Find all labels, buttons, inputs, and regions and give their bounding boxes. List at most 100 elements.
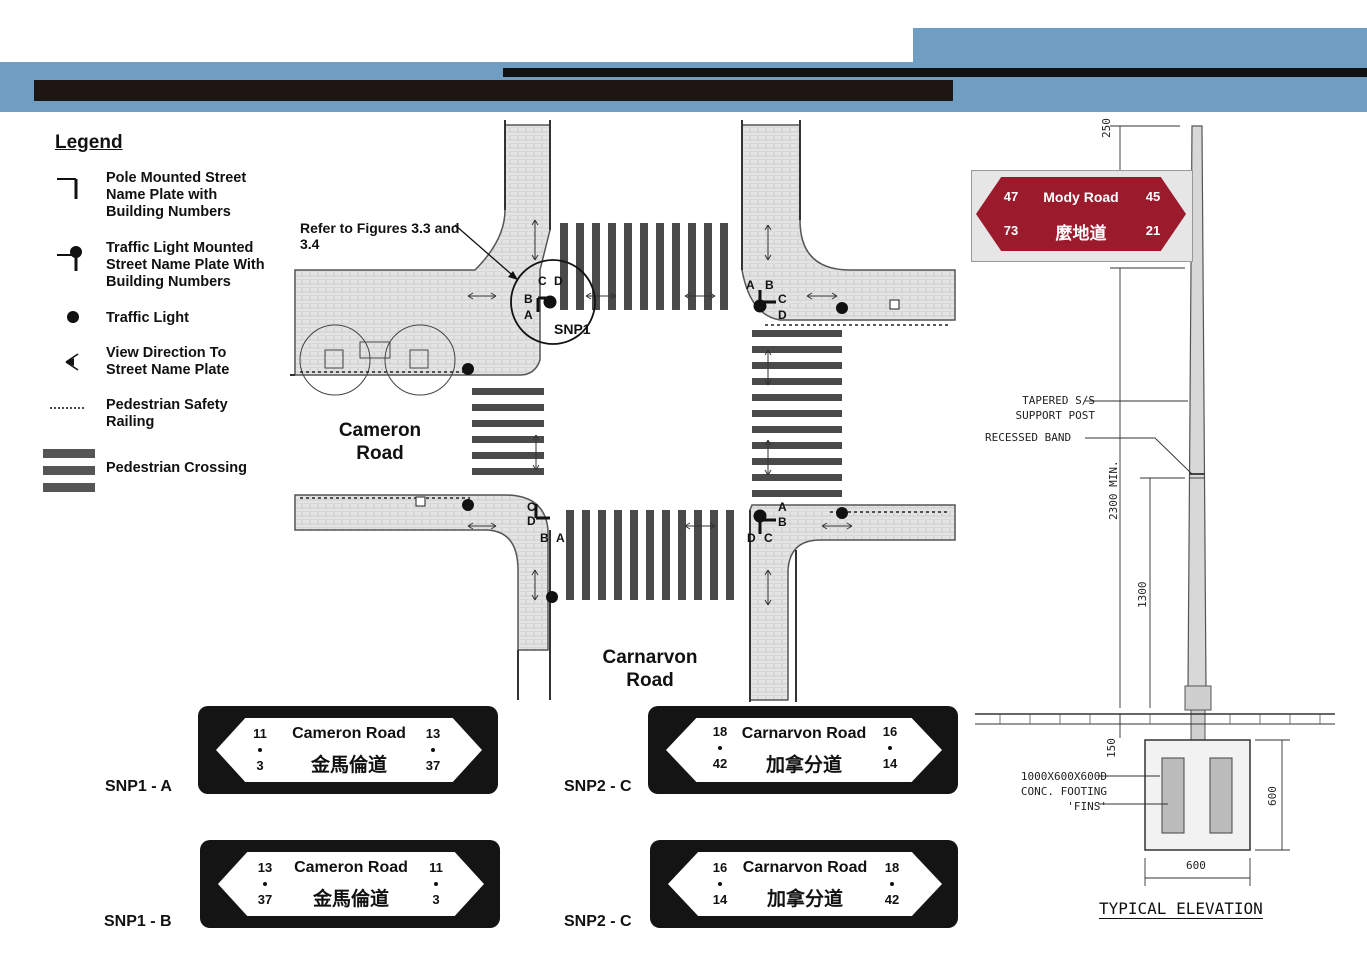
plate-snp1-b: Cameron Road 金馬倫道 13 37 11 3 xyxy=(200,840,500,928)
dim-footing-top: 150 xyxy=(1105,738,1118,758)
plate-road-name: Cameron Road xyxy=(292,725,406,742)
sidewalk-nw xyxy=(294,124,551,376)
corner-sw-letter-b: B xyxy=(540,531,549,545)
tree-pits xyxy=(299,324,456,396)
corner-ne-letter-d: D xyxy=(778,308,787,322)
corner-nw-letter-d: D xyxy=(554,274,563,288)
plate-id-snp1-b: SNP1 - B xyxy=(104,913,172,930)
railings xyxy=(300,324,950,513)
plate-dot xyxy=(718,882,722,886)
junction-plan xyxy=(290,120,956,702)
legend-label-traffic-light: Traffic Light xyxy=(106,310,189,326)
plate-number-tl: 16 xyxy=(712,860,728,875)
traffic-lights xyxy=(462,302,848,603)
plate-number-tr: 18 xyxy=(884,860,900,875)
header-rule-thick xyxy=(34,80,953,101)
corner-nw-letter-b: B xyxy=(524,292,533,306)
legend-symbols xyxy=(43,178,95,492)
concrete-footing xyxy=(1144,739,1251,851)
elevation-plate-number-bl: 73 xyxy=(1003,223,1019,238)
plate-road-name-cn: 金馬倫道 xyxy=(310,754,387,776)
plate-number-br: 14 xyxy=(882,756,898,771)
plate-dot xyxy=(434,882,438,886)
plate-dot xyxy=(263,882,267,886)
elevation-street-plate: Mody Road 麼地道 47 73 45 21 xyxy=(971,170,1193,262)
legend-title: Legend xyxy=(55,132,123,153)
plate-road-name-cn: 加拿分道 xyxy=(766,888,843,910)
plate-number-tr: 13 xyxy=(425,726,441,741)
plate-number-br: 37 xyxy=(425,758,441,773)
label-footing: 1000X600X600D CONC. FOOTING 'FINS' xyxy=(1020,770,1107,813)
street-furniture xyxy=(415,299,900,507)
elevation-title: TYPICAL ELEVATION xyxy=(1099,899,1263,919)
header-bar-top xyxy=(913,28,1367,64)
elevation-plate-number-tr: 45 xyxy=(1145,189,1161,204)
legend-label-safety-railing: Pedestrian Safety Railing xyxy=(106,397,228,430)
plate-number-tl: 18 xyxy=(712,724,728,739)
plate-number-br: 42 xyxy=(884,892,900,907)
plate-dot xyxy=(258,748,262,752)
plate-dot xyxy=(890,882,894,886)
crossing-east xyxy=(752,330,842,497)
plate-snp2-c-top: Carnarvon Road 加拿分道 18 42 16 14 xyxy=(648,706,958,794)
plate-id-snp2-c-bottom: SNP2 - C xyxy=(564,913,632,930)
crossing-stripes-icon xyxy=(43,449,95,492)
traffic-light-dot-icon xyxy=(67,311,79,323)
corner-nw-letter-a: A xyxy=(524,308,533,322)
plate-dot xyxy=(718,746,722,750)
view-arrows xyxy=(467,219,853,606)
elevation-plate-number-tl: 47 xyxy=(1003,189,1019,204)
plate-markers xyxy=(534,290,776,534)
legend-label-view-direction: View Direction To Street Name Plate xyxy=(106,345,230,378)
header-rule-thin xyxy=(503,68,1367,77)
carnarvon-road-label: Carnarvon Road xyxy=(602,647,698,691)
dim-footing-depth: 600 xyxy=(1266,786,1279,806)
plate-number-bl: 14 xyxy=(712,892,728,907)
legend-label-traffic-plate: Traffic Light Mounted Street Name Plate … xyxy=(106,240,265,290)
crossing-north xyxy=(560,223,728,310)
dim-band-height: 1300 xyxy=(1136,581,1149,609)
plate-number-bl: 37 xyxy=(257,892,273,907)
plate-id-snp2-c-top: SNP2 - C xyxy=(564,778,632,795)
legend-label-pole-plate: Pole Mounted Street Name Plate with Buil… xyxy=(106,170,247,220)
plate-dot xyxy=(888,746,892,750)
corner-sw-letter-d: D xyxy=(527,514,536,528)
plate-road-name: Carnarvon Road xyxy=(742,859,868,876)
leader-lines xyxy=(1085,400,1193,805)
cameron-road-label: Cameron Road xyxy=(338,420,422,464)
elevation-drawing xyxy=(975,125,1335,886)
plate-number-br: 3 xyxy=(432,892,440,907)
label-tapered-post: TAPERED S/S SUPPORT POST xyxy=(1015,394,1095,422)
corner-ne-letter-c: C xyxy=(778,292,787,306)
plate-number-tr: 11 xyxy=(429,860,443,875)
sidewalk-sw xyxy=(294,494,549,651)
plate-dot xyxy=(431,748,435,752)
plate-id-snp1-a: SNP1 - A xyxy=(105,778,172,795)
plate-snp1-a: Cameron Road 金馬倫道 11 3 13 37 xyxy=(198,706,498,794)
plate-road-name: Cameron Road xyxy=(294,859,408,876)
corner-ne-letter-a: A xyxy=(746,278,755,292)
dim-clearance: 2300 MIN. xyxy=(1107,460,1120,520)
corner-sw-letter-a: A xyxy=(556,531,565,545)
snp1-label: SNP1 xyxy=(554,321,591,337)
corner-nw-letter-c: C xyxy=(538,274,547,288)
dim-footing-width: 600 xyxy=(1186,859,1206,872)
dim-top: 250 xyxy=(1100,118,1113,138)
legend-label-crossing: Pedestrian Crossing xyxy=(106,460,248,476)
corner-ne-letter-b: B xyxy=(765,278,774,292)
corner-se-letter-c: C xyxy=(764,531,773,545)
snp1-callout-circle xyxy=(510,259,596,345)
label-recessed-band: RECESSED BAND xyxy=(985,431,1072,444)
plate-road-name: Carnarvon Road xyxy=(741,725,867,742)
post-base-collar xyxy=(1184,685,1212,711)
sidewalk-ne xyxy=(741,124,956,321)
corner-se-letter-d: D xyxy=(747,531,756,545)
plate-snp2-c-bottom: Carnarvon Road 加拿分道 16 14 18 42 xyxy=(650,840,958,928)
pole-mounted-plate-icon xyxy=(57,178,78,199)
view-direction-icon xyxy=(65,353,79,371)
paving-joints xyxy=(999,714,1321,724)
plate-number-tl: 13 xyxy=(257,860,273,875)
dimension-lines xyxy=(1110,125,1290,886)
crossing-west xyxy=(472,388,544,475)
plate-road-name-cn: 加拿分道 xyxy=(765,754,842,776)
